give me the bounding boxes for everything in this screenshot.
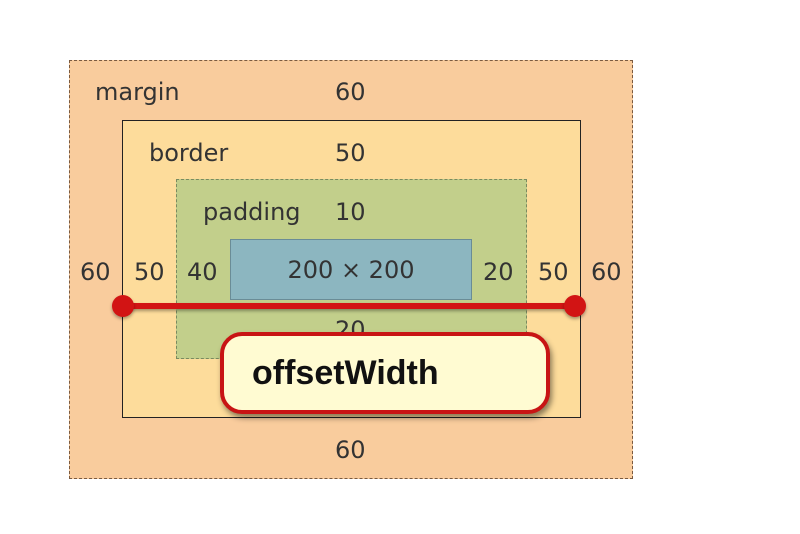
offset-width-end-marker	[564, 295, 586, 317]
offset-width-line	[122, 303, 576, 309]
margin-top-value: 60	[335, 78, 366, 106]
padding-label: padding	[203, 198, 301, 226]
margin-bottom-value: 60	[335, 436, 366, 464]
padding-top-value: 10	[335, 198, 366, 226]
offset-width-callout: offsetWidth	[220, 332, 550, 414]
border-top-value: 50	[335, 139, 366, 167]
border-left-value: 50	[134, 258, 165, 286]
content-size-label: 200 × 200	[287, 255, 415, 284]
border-label: border	[149, 139, 229, 167]
padding-right-value: 20	[483, 258, 514, 286]
margin-label: margin	[95, 78, 180, 106]
content-area	[230, 239, 472, 300]
offset-width-start-marker	[112, 295, 134, 317]
padding-left-value: 40	[187, 258, 218, 286]
margin-right-value: 60	[591, 258, 622, 286]
border-right-value: 50	[538, 258, 569, 286]
margin-left-value: 60	[80, 258, 111, 286]
